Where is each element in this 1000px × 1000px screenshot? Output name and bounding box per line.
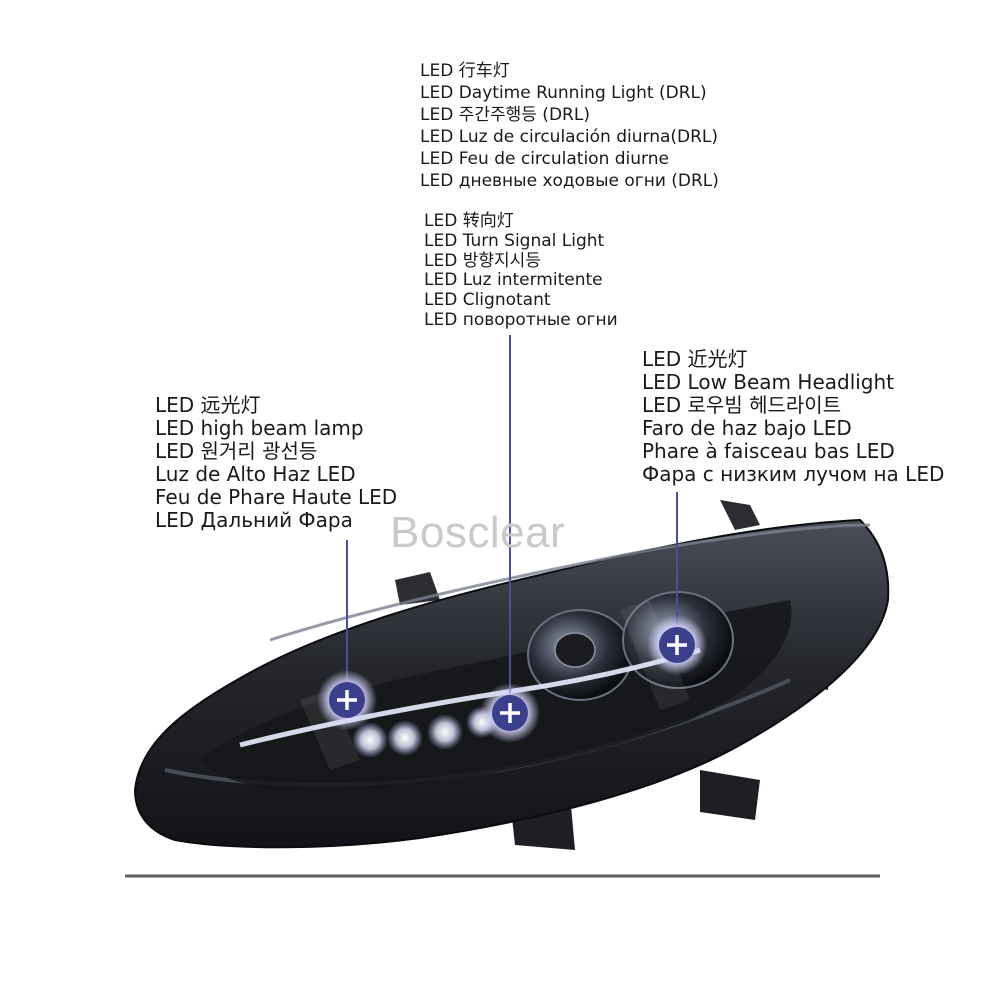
label-line: LED 行车灯 <box>420 61 510 81</box>
label-line: Faro de haz bajo LED <box>642 416 852 440</box>
plus-icon <box>337 690 357 710</box>
label-line: LED 원거리 광선등 <box>155 439 318 463</box>
plus-icon <box>500 703 520 723</box>
marker-high-beam <box>317 670 377 730</box>
label-line: LED high beam lamp <box>155 416 364 440</box>
mount-bracket <box>700 770 760 820</box>
label-line: Luz de Alto Haz LED <box>155 462 356 486</box>
label-high-beam: LED 远光灯 LED high beam lamp LED 원거리 광선등 L… <box>155 394 397 532</box>
led-bulb <box>427 714 463 750</box>
label-line: LED Дальний Фара <box>155 508 353 532</box>
label-turn-signal: LED 转向灯 LED Turn Signal Light LED 방향지시등 … <box>424 211 618 331</box>
watermark: Bosclear <box>390 508 566 557</box>
label-line: Feu de Phare Haute LED <box>155 485 398 509</box>
label-line: LED Luz intermitente <box>424 270 603 291</box>
label-line: LED Turn Signal Light <box>424 230 605 251</box>
label-line: LED Luz de circulación diurna(DRL) <box>420 127 719 147</box>
label-line: LED 방향지시등 <box>424 250 541 271</box>
label-line: LED 转向灯 <box>424 211 514 231</box>
lens-reflection <box>300 690 360 770</box>
label-line: LED Feu de circulation diurne <box>420 149 669 169</box>
label-low-beam: LED 近光灯 LED Low Beam Headlight LED 로우빔 헤… <box>642 348 944 486</box>
plus-icon <box>667 635 687 655</box>
label-line: LED дневные ходовые огни (DRL) <box>420 171 719 191</box>
marker-low-beam <box>647 615 707 675</box>
label-line: LED 近光灯 <box>642 347 748 371</box>
projector-inner <box>554 632 596 668</box>
label-line: LED Clignotant <box>424 290 551 311</box>
label-line: Phare à faisceau bas LED <box>642 439 895 463</box>
label-line: LED Low Beam Headlight <box>642 370 895 394</box>
housing-edge-highlight <box>269 523 871 642</box>
label-drl: LED 行车灯 LED Daytime Running Light (DRL) … <box>420 60 719 192</box>
marker-turn-signal <box>480 683 540 743</box>
label-line: LED 주간주행등 (DRL) <box>420 105 590 125</box>
mount-bracket <box>720 500 760 530</box>
label-line: LED 로우빔 헤드라이트 <box>642 393 842 417</box>
label-line: LED поворотные огни <box>424 309 618 330</box>
led-bulb <box>387 720 423 756</box>
label-line: Фара с низким лучом на LED <box>642 462 945 486</box>
label-line: LED 远光灯 <box>155 393 261 417</box>
led-bulb <box>352 722 388 758</box>
label-line: LED Daytime Running Light (DRL) <box>420 83 707 103</box>
